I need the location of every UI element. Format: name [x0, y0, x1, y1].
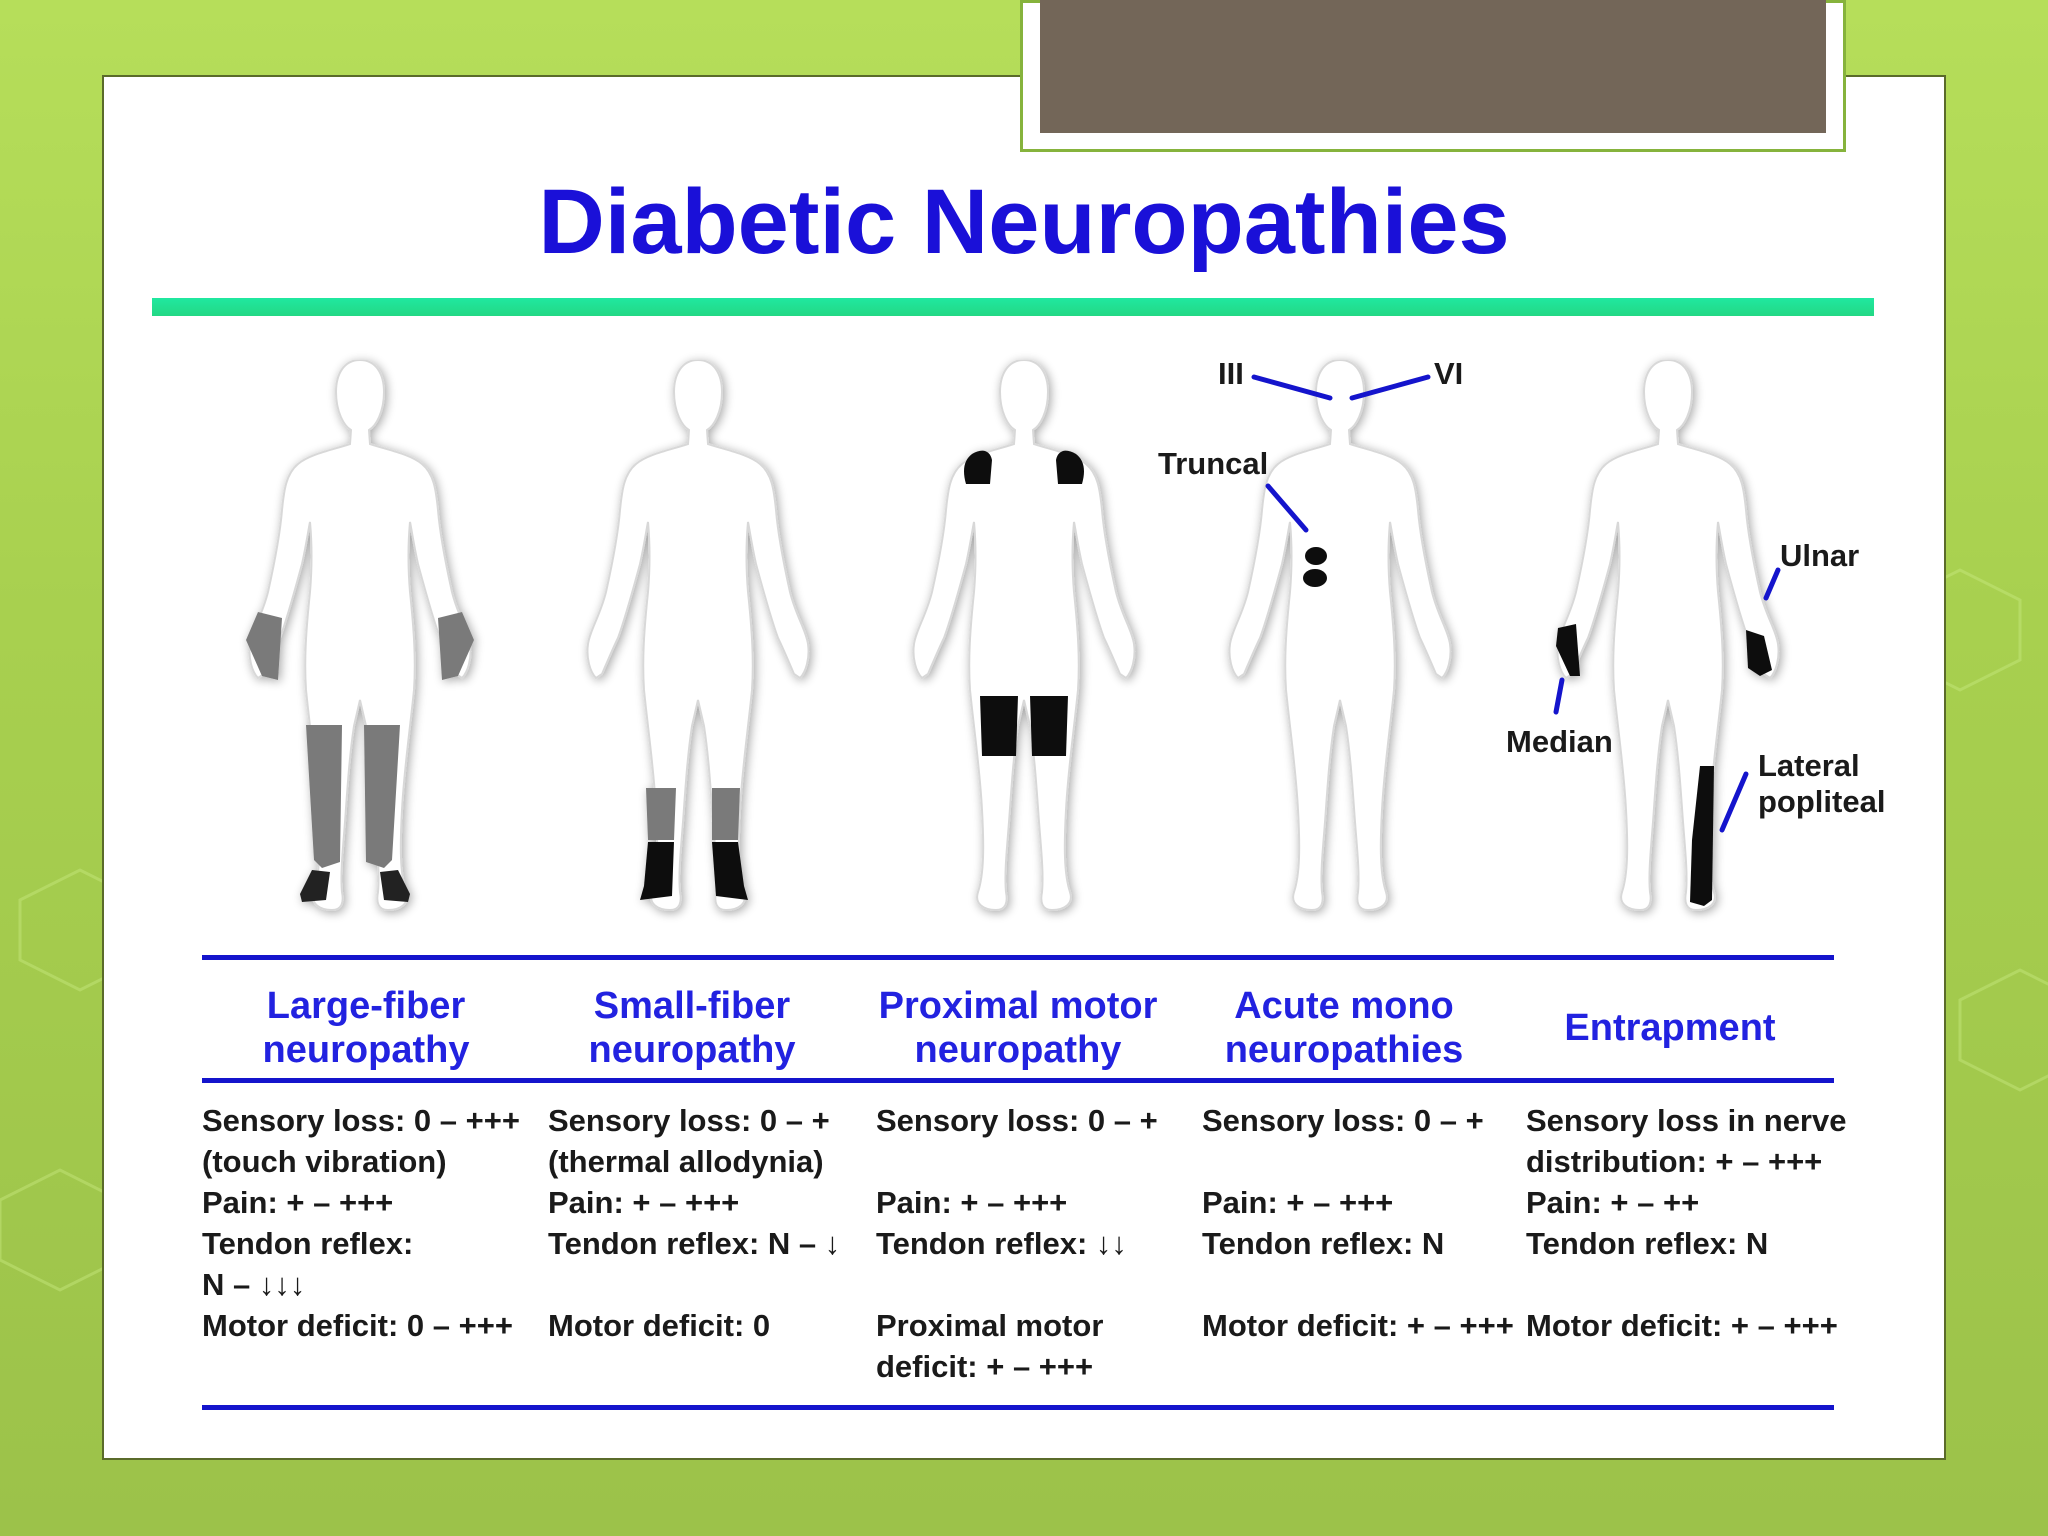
column-line [1202, 1264, 1522, 1305]
column-line: Sensory loss: 0 – + [1202, 1103, 1484, 1138]
affected-region-hand-left [1556, 624, 1580, 676]
column-line: Motor deficit: + – +++ [1202, 1308, 1514, 1343]
affected-region-hand-right [1746, 630, 1772, 676]
column-line: Pain: + – +++ [876, 1185, 1068, 1220]
table-bottom-rule [202, 1405, 1834, 1410]
label-cn-six: VI [1434, 356, 1464, 391]
column-body-proximal-motor: Sensory loss: 0 – + Pain: + – +++ Tendon… [876, 1100, 1196, 1387]
column-line [1202, 1141, 1522, 1182]
figure-large-fiber [246, 360, 474, 911]
column-line [876, 1264, 1196, 1305]
column-line: Pain: + – +++ [202, 1185, 394, 1220]
column-line [1526, 1264, 1846, 1305]
column-line: Pain: + – +++ [1202, 1185, 1394, 1220]
title-placeholder-box [1040, 0, 1826, 133]
acute-mono-pointers [1251, 374, 1431, 533]
label-truncal: Truncal [1158, 446, 1269, 481]
column-line: Motor deficit: 0 – +++ [202, 1308, 513, 1343]
table-top-rule [202, 955, 1834, 960]
affected-region-lower-leg [1690, 766, 1714, 906]
column-line: distribution: + – +++ [1526, 1144, 1823, 1179]
column-line: Pain: + – +++ [548, 1185, 740, 1220]
label-popliteal: popliteal [1758, 784, 1886, 819]
affected-region-truncal-upper [1305, 547, 1327, 565]
column-body-small-fiber: Sensory loss: 0 – + (thermal allodynia) … [548, 1100, 868, 1346]
column-line [876, 1141, 1196, 1182]
table-header-rule [202, 1078, 1834, 1083]
column-line: (thermal allodynia) [548, 1144, 824, 1179]
figure-proximal-motor [912, 360, 1136, 911]
page-title: Diabetic Neuropathies [538, 171, 1510, 273]
column-line: Motor deficit: + – +++ [1526, 1308, 1838, 1343]
column-line: Tendon reflex: [202, 1226, 414, 1261]
affected-region-feet [300, 870, 410, 902]
column-line: Sensory loss: 0 – + [876, 1103, 1158, 1138]
entrapment-pointers [1553, 567, 1781, 833]
column-line: Sensory loss: 0 – +++ [202, 1103, 520, 1138]
figure-small-fiber [586, 360, 810, 911]
affected-region-hands [246, 612, 474, 680]
column-body-acute-mono: Sensory loss: 0 – + Pain: + – +++ Tendon… [1202, 1100, 1522, 1346]
column-header-entrapment: Entrapment [1564, 1006, 1776, 1049]
title-underline [152, 298, 1874, 316]
label-median: Median [1506, 724, 1613, 759]
column-line: (touch vibration) [202, 1144, 447, 1179]
column-line: Proximal motor [876, 1308, 1104, 1343]
column-line [548, 1264, 868, 1305]
column-line: Sensory loss: 0 – + [548, 1103, 830, 1138]
figure-entrapment [1556, 360, 1780, 911]
label-lateral: Lateral [1758, 748, 1860, 783]
column-line: Pain: + – ++ [1526, 1185, 1700, 1220]
affected-region-lower-legs [646, 788, 740, 840]
column-line: N – ↓↓↓ [202, 1267, 306, 1302]
column-line: Tendon reflex: ↓↓ [876, 1226, 1127, 1261]
column-body-entrapment: Sensory loss in nerve distribution: + – … [1526, 1100, 1846, 1346]
column-line: Sensory loss in nerve [1526, 1103, 1847, 1138]
column-line: Motor deficit: 0 [548, 1308, 771, 1343]
label-ulnar: Ulnar [1780, 538, 1860, 573]
affected-region-shoulders [964, 450, 1084, 484]
column-line: deficit: + – +++ [876, 1349, 1094, 1384]
label-cn-three: III [1218, 356, 1244, 391]
affected-region-truncal-lower [1303, 569, 1327, 587]
affected-region-feet [640, 842, 748, 900]
column-line: Tendon reflex: N [1202, 1226, 1445, 1261]
affected-region-legs [306, 725, 400, 868]
affected-region-thighs [980, 696, 1068, 756]
figure-acute-mono [1228, 360, 1452, 911]
column-line: Tendon reflex: N – ↓ [548, 1226, 841, 1261]
column-body-large-fiber: Sensory loss: 0 – +++ (touch vibration) … [202, 1100, 522, 1346]
column-line: Tendon reflex: N [1526, 1226, 1769, 1261]
